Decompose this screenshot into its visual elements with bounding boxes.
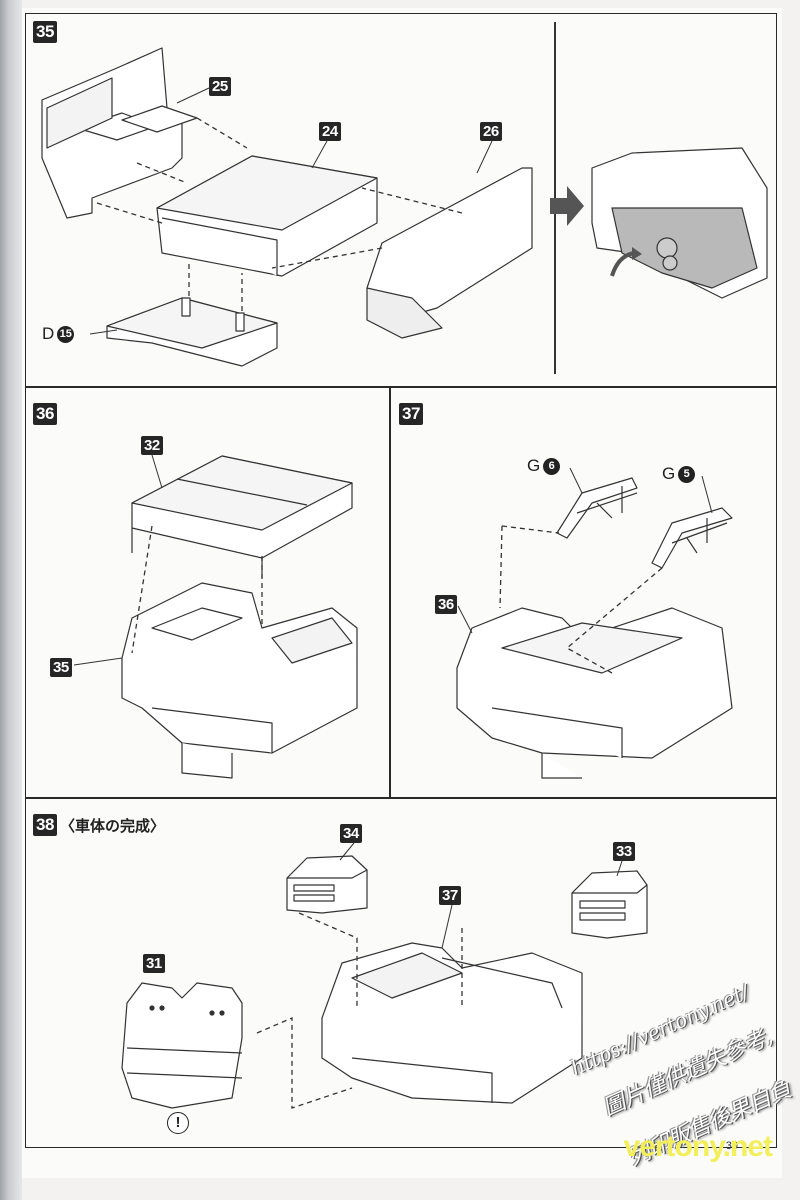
part-34-drawing — [286, 855, 368, 914]
part-26-label: 26 — [480, 122, 502, 141]
runner-number: 5 — [678, 465, 696, 483]
part-35-label: 35 — [50, 658, 72, 677]
runner-letter: G — [662, 464, 676, 483]
part-32-label: 32 — [141, 436, 163, 455]
part-g5-drawing — [651, 507, 733, 569]
part-37-assembly-drawing-step38 — [321, 942, 583, 1104]
part-34-label: 34 — [340, 824, 362, 843]
step-36-badge: 36 — [33, 403, 57, 425]
part-26-drawing — [366, 167, 533, 339]
step-35-badge: 35 — [33, 21, 57, 43]
page-binding-edge — [0, 0, 22, 1200]
part-31-drawing — [121, 982, 243, 1109]
part-25-label: 25 — [209, 77, 231, 96]
step-35-result-drawing — [591, 147, 768, 299]
step-35-panel — [25, 13, 777, 388]
curved-arrow-icon — [610, 251, 635, 277]
part-24-label: 24 — [319, 122, 341, 141]
caution-exclamation-icon: ! — [167, 1112, 189, 1134]
part-37-label: 37 — [439, 886, 461, 905]
part-32-drawing — [131, 455, 353, 578]
step-38-panel — [25, 797, 777, 1148]
part-35-assembly-drawing-step36 — [121, 582, 358, 779]
part-31-label: 31 — [143, 954, 165, 973]
instruction-page: 35 25 24 26 D 15 36 32 35 37 G 6 G 5 36 … — [22, 8, 795, 1178]
runner-number: 15 — [57, 325, 75, 343]
watermark-brand: vertony.net — [623, 1130, 773, 1163]
flow-arrow-right-icon — [550, 186, 584, 226]
step-37-panel — [389, 386, 777, 799]
step-38-title: 〈車体の完成〉 — [60, 818, 166, 835]
runner-g5-label: G 5 — [662, 464, 696, 484]
part-36-label: 36 — [435, 595, 457, 614]
part-33-drawing — [571, 870, 648, 939]
runner-number: 6 — [543, 457, 561, 475]
runner-g6-label: G 6 — [527, 456, 561, 476]
part-36-assembly-drawing-step37 — [456, 607, 733, 779]
part-d15-drawing — [106, 297, 278, 367]
part-g6-drawing — [556, 477, 638, 539]
step-37-badge: 37 — [399, 403, 423, 425]
part-24-drawing — [156, 155, 378, 277]
assembly-illustrations — [41, 47, 768, 1109]
step-38-badge: 38 — [33, 814, 57, 836]
page-number: 39 — [725, 1140, 738, 1152]
step-36-panel — [25, 386, 391, 799]
runner-letter: G — [527, 456, 541, 475]
part-25-drawing — [41, 47, 198, 219]
runner-letter: D — [42, 324, 55, 343]
runner-d15-label: D 15 — [42, 324, 75, 344]
part-33-label: 33 — [613, 842, 635, 861]
